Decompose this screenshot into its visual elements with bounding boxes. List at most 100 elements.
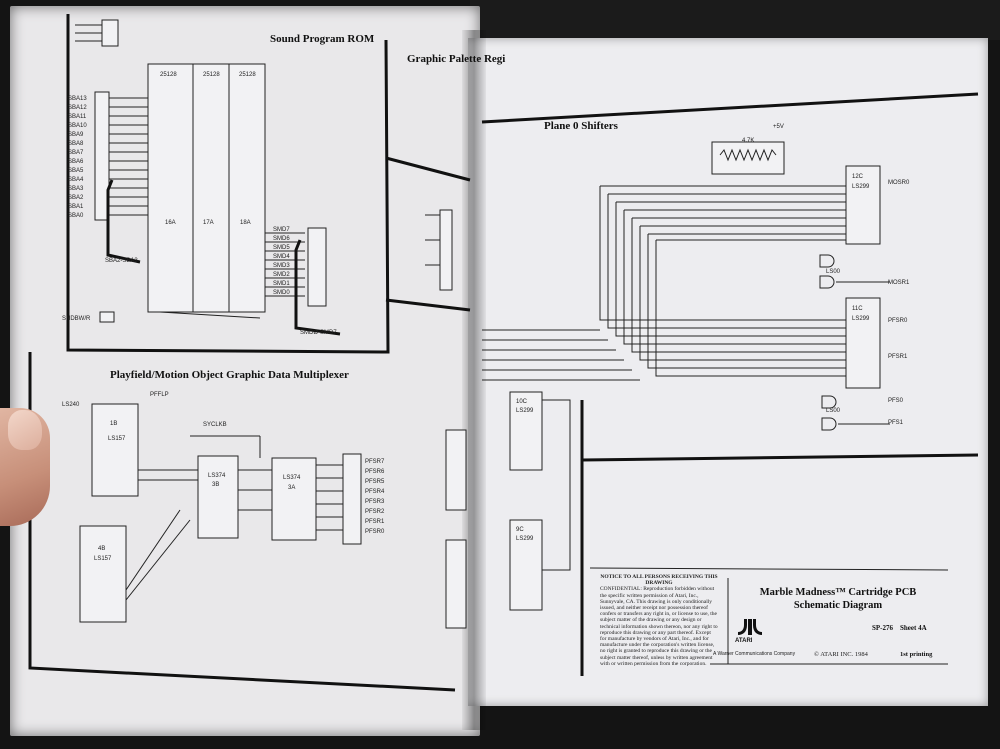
shifter-11c <box>845 297 881 389</box>
pf-out-2: PFSR5 <box>365 479 385 485</box>
pf-out-3: PFSR4 <box>365 489 385 495</box>
latch-2-loc: 3A <box>288 485 295 491</box>
shifter-label-1: LS299 <box>852 184 870 190</box>
addr-label-7: SBA6 <box>68 159 84 165</box>
shifter-loc-3: 10C <box>516 399 528 405</box>
addr-label-10: SBA3 <box>68 186 84 192</box>
data-label-2: SMD5 <box>273 245 290 251</box>
latch-1-label: LS374 <box>208 473 226 479</box>
pf-out-5: PFSR2 <box>365 509 385 515</box>
mux-chip-1b <box>91 403 139 497</box>
addr-label-13: SBA0 <box>68 213 84 219</box>
rom-loc-3: 18A <box>240 220 251 226</box>
addr-label-9: SBA4 <box>68 177 84 183</box>
thumbnail <box>8 410 42 450</box>
sysclkb-label: SYCLKB <box>203 422 227 428</box>
shifter-label-3: LS299 <box>516 408 534 414</box>
latch-chip-3a <box>271 457 317 541</box>
sba-bus <box>106 179 141 264</box>
addr-label-4: SBA9 <box>68 132 84 138</box>
drawing-title: Marble Madness™ Cartridge PCB Schematic … <box>738 586 938 612</box>
addr-label-0: SBA13 <box>68 96 87 102</box>
rom-chip-18a <box>228 63 266 313</box>
latch-1-loc: 3B <box>212 482 219 488</box>
copyright: © ATARI INC. 1984 <box>814 651 868 658</box>
shifter-label-2: LS299 <box>852 316 870 322</box>
sba-bus-label: SBA2-SBA3 <box>105 258 138 264</box>
addr-label-3: SBA10 <box>68 123 87 129</box>
addr-label-6: SBA7 <box>68 150 84 156</box>
notice-heading: NOTICE TO ALL PERSONS RECEIVING THIS DRA… <box>600 574 718 587</box>
mux-chip-4b <box>79 525 127 623</box>
drawing-title-line2: Schematic Diagram <box>793 600 883 611</box>
graphic-palette-title: Graphic Palette Regi <box>407 53 505 65</box>
shifter-loc-4: 9C <box>516 527 524 533</box>
resistor-pack <box>711 141 785 175</box>
sound-rom-title: Sound Program ROM <box>270 33 375 45</box>
data-label-7: SMD0 <box>273 290 290 296</box>
mux-2-label: LS157 <box>94 556 112 562</box>
pf-connector <box>342 453 362 545</box>
background-desk <box>470 0 1000 40</box>
rom-chip-label-1: 25128 <box>160 72 177 78</box>
atari-logo-icon <box>738 619 762 635</box>
sheet-number: Sheet 4A <box>900 624 927 632</box>
bus-wires <box>482 185 846 571</box>
address-lines <box>94 91 148 221</box>
pf-out-7: PFSR0 <box>365 529 385 535</box>
ls240-label: LS240 <box>62 402 80 408</box>
addr-label-1: SBA12 <box>68 105 87 111</box>
shifter-9c <box>509 519 543 611</box>
notice-text: CONFIDENTIAL: Reproduction forbidden wit… <box>600 586 718 667</box>
data-label-4: SMD3 <box>273 263 290 269</box>
nand-gate-4 <box>821 417 837 431</box>
latch-chip-3b <box>197 455 239 539</box>
voltage-label: +5V <box>773 124 784 130</box>
titleblock-top-line <box>589 567 949 571</box>
pf-out-4: PFSR3 <box>365 499 385 505</box>
nand-gate-1 <box>819 254 835 268</box>
atari-wordmark: ATARI <box>735 638 753 644</box>
resistor-label: 4.7K <box>742 138 754 144</box>
shifter-10c <box>509 391 543 471</box>
out-mosr1: MOSR1 <box>888 280 910 286</box>
plane-border-top <box>481 92 979 124</box>
sound-rom-border <box>66 14 390 354</box>
out-pfsr0: PFSR0 <box>888 318 908 324</box>
pf-out-0: PFSR7 <box>365 459 385 465</box>
smd-bus-label: SMDØ-SMD7 <box>300 330 337 336</box>
addr-label-11: SBA2 <box>68 195 84 201</box>
nand-gate-2 <box>819 275 835 289</box>
plane-border-mid <box>581 453 979 462</box>
pf-out-6: PFSR1 <box>365 519 385 525</box>
ls00-label-2: LS00 <box>826 408 841 414</box>
data-label-6: SMD1 <box>273 281 290 287</box>
shifter-loc-2: 11C <box>852 306 863 312</box>
out-mosr0: MOSR0 <box>888 180 910 186</box>
warner-line: A Warner Communications Company <box>713 651 796 657</box>
plane-title: Plane 0 Shifters <box>544 120 619 132</box>
addr-label-12: SBA1 <box>68 204 84 210</box>
addr-label-5: SBA8 <box>68 141 84 147</box>
smd-bus <box>294 239 341 336</box>
out-pfs0: PFS0 <box>888 398 904 404</box>
data-label-5: SMD2 <box>273 272 290 278</box>
sp-number: SP-276 <box>872 624 893 632</box>
rom-loc-2: 17A <box>203 220 214 226</box>
mux-1-label: LS157 <box>108 436 126 442</box>
rom-loc-1: 16A <box>165 220 176 226</box>
pfflp-label: PFFLP <box>150 392 169 398</box>
nand-gate-3 <box>821 395 837 409</box>
playfield-title: Playfield/Motion Object Graphic Data Mul… <box>110 369 349 381</box>
shifter-loc-1: 12C <box>852 174 864 180</box>
mux-1-loc: 1B <box>110 421 117 427</box>
pf-out-1: PFSR6 <box>365 469 385 475</box>
out-pfsr1: PFSR1 <box>888 354 908 360</box>
mux-2-loc: 4B <box>98 546 105 552</box>
rom-chip-label-2: 25128 <box>203 72 220 78</box>
ls00-label-1: LS00 <box>826 269 841 275</box>
latch-2-label: LS374 <box>283 475 301 481</box>
addr-label-8: SBA5 <box>68 168 84 174</box>
